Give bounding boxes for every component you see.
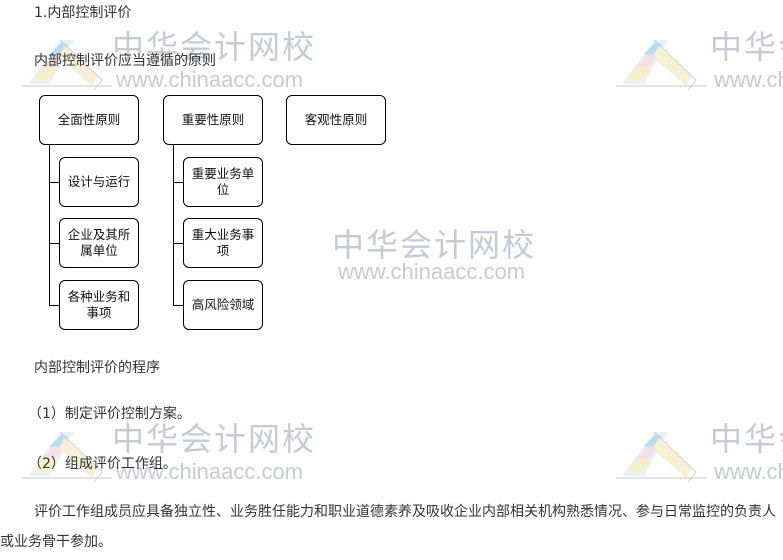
chinaacc-logo-icon: [616, 431, 706, 483]
connector-line: [173, 243, 183, 244]
paragraph-text: 评价工作组成员应具备独立性、业务胜任能力和职业道德素养及吸收企业内部相关机构熟悉…: [0, 504, 776, 550]
connector-line: [49, 182, 59, 183]
connector-line: [49, 243, 59, 244]
principle-box-importance: 重要性原则: [163, 95, 263, 145]
watermark-url: www.chinaacc.com: [116, 67, 304, 92]
watermark-top-right: 中华会计网校 www.chinaacc.com: [614, 28, 783, 98]
watermark-url: www.chinaacc.com: [338, 259, 526, 284]
sub-box: 高风险领域: [183, 280, 263, 330]
connector-line: [173, 182, 183, 183]
sub-box: 设计与运行: [59, 157, 139, 207]
sub-box: 各种业务和事项: [59, 280, 139, 330]
procedure-step-1: （1）制定评价控制方案。: [28, 406, 191, 422]
sub-box: 企业及其所属单位: [59, 218, 139, 268]
procedure-step-2: （2）组成评价工作组。: [28, 456, 177, 472]
principles-title: 内部控制评价应当遵循的原则: [34, 53, 216, 69]
chinaacc-logo-icon: [616, 39, 706, 91]
watermark-cn: 中华会计网校: [710, 420, 783, 458]
sub-box: 重要业务单位: [183, 157, 263, 207]
principle-box-comprehensive: 全面性原则: [39, 95, 139, 145]
principle-box-objectivity: 客观性原则: [286, 95, 386, 145]
connector-line: [49, 305, 59, 306]
watermark-cn: 中华会计网校: [112, 420, 317, 458]
connector-line: [173, 145, 174, 305]
connector-line: [49, 145, 50, 305]
watermark-bottom-right: 中华会计网校 www.chinaacc.com: [614, 420, 783, 490]
procedure-title: 内部控制评价的程序: [34, 360, 160, 376]
watermark-middle: 中华会计网校 www.chinaacc.com: [332, 228, 612, 298]
section-heading: 1.内部控制评价: [34, 5, 132, 21]
watermark-cn: 中华会计网校: [332, 226, 537, 264]
watermark-cn: 中华会计网校: [710, 28, 783, 66]
sub-box: 重大业务事项: [183, 218, 263, 268]
watermark-url: www.chinaacc.com: [714, 459, 783, 484]
connector-line: [173, 305, 183, 306]
watermark-url: www.chinaacc.com: [714, 67, 783, 92]
